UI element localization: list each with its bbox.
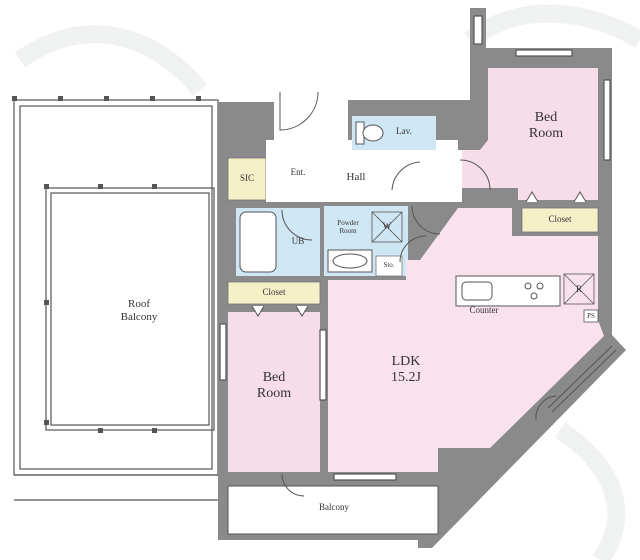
bedroom-left-label: Bed Room <box>244 370 304 402</box>
ldk-label-line1: LDK <box>391 354 421 369</box>
washer-space-icon <box>371 211 403 243</box>
roof-balcony-label-line2: Balcony <box>120 310 158 323</box>
bedroom-top-label-line2: Room <box>528 126 564 142</box>
bedroom-left <box>228 312 320 472</box>
refrigerator-space-icon <box>563 273 595 305</box>
closet-right <box>521 207 599 233</box>
bedroom-left-label-line1: Bed <box>262 370 286 385</box>
roof-balcony-label-line1: Roof <box>128 298 150 310</box>
counter-label: Counter <box>469 305 499 315</box>
closet-left-label: Closet <box>262 287 286 297</box>
toilet-icon <box>355 121 384 145</box>
closet-door-markers <box>251 191 587 317</box>
sic-label: SIC <box>239 173 254 183</box>
balcony-label: Balcony <box>319 502 349 512</box>
entrance-label: Ent. <box>290 167 306 177</box>
ldk-label: LDK 15.2J <box>376 354 436 386</box>
bedroom-top-label-line1: Bed <box>534 110 558 125</box>
storage-room <box>375 255 403 277</box>
powder-room-label-line2: Room <box>339 227 357 236</box>
powder-room-label: Powder Room <box>326 219 370 235</box>
windows <box>219 15 611 481</box>
refrigerator-label: R <box>575 284 582 294</box>
sic-room <box>227 157 267 201</box>
ldk-room <box>328 208 604 472</box>
roof-balcony-area <box>13 99 219 501</box>
hall-label: Hall <box>346 171 366 183</box>
roof-balcony-posts <box>12 96 201 433</box>
kitchen-counter <box>455 275 561 307</box>
bedroom-left-label-line2: Room <box>256 386 292 402</box>
washer-label: W <box>382 221 392 231</box>
unit-bath-label: UB <box>291 236 305 246</box>
storage-label: Sto. <box>383 261 395 269</box>
pipe-shaft <box>583 309 599 323</box>
bedroom-top <box>462 68 598 200</box>
powder-room-label-line1: Powder <box>337 219 359 227</box>
pipe-shaft-label: PS <box>587 312 595 320</box>
bedroom-top-label: Bed Room <box>516 110 576 142</box>
lavatory-label: Lav. <box>396 126 412 136</box>
door-swings <box>279 91 557 497</box>
balcony-area <box>227 485 439 535</box>
background-swirl-decoration <box>14 4 640 560</box>
washbasin-icon <box>327 249 373 273</box>
hall-corridor <box>352 150 462 202</box>
roof-balcony-label: Roof Balcony <box>104 298 174 323</box>
ldk-label-line2: 15.2J <box>391 370 421 386</box>
closet-left <box>227 281 321 305</box>
bathtub-icon <box>239 211 277 273</box>
bay-window <box>547 345 617 413</box>
closet-right-label: Closet <box>548 214 572 224</box>
